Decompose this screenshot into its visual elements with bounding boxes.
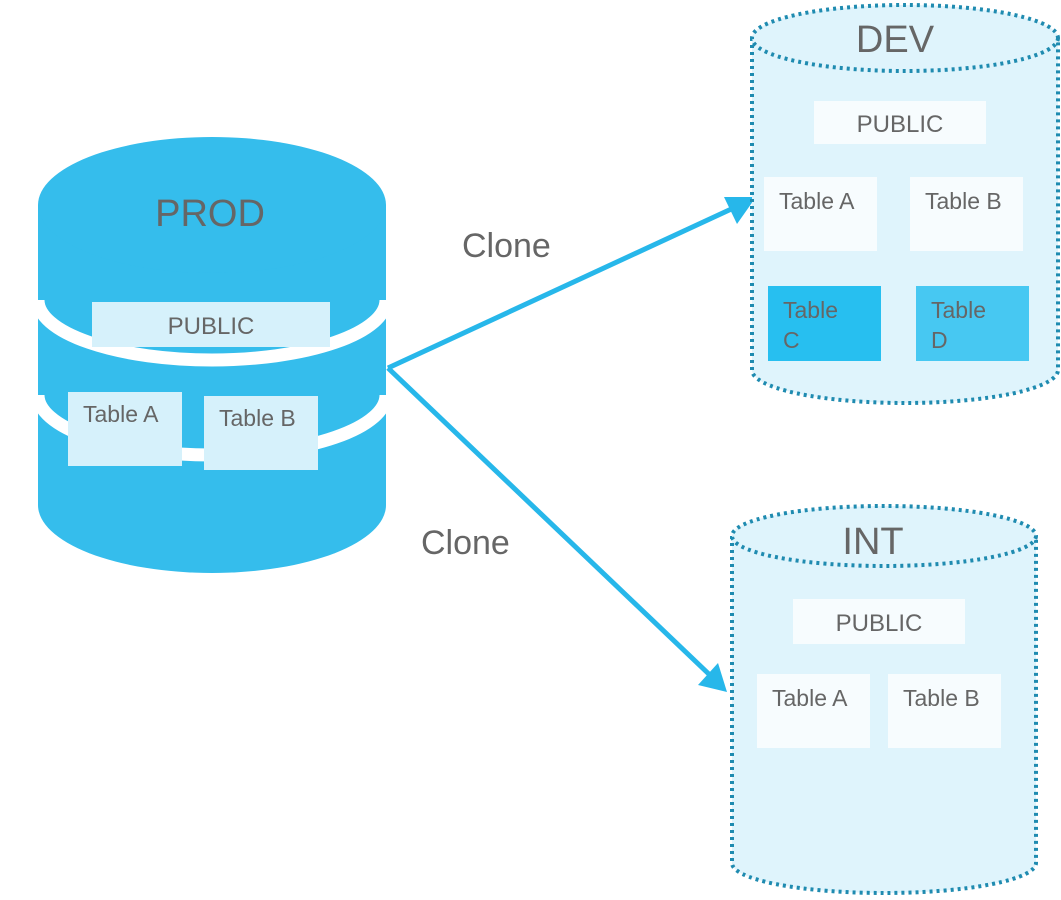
prod-table-a-box [68, 392, 182, 466]
dev-table-c-label-line2: C [783, 327, 800, 353]
dev-table-d-label-line1: Table [931, 297, 986, 323]
arrow-line-int [386, 366, 715, 680]
arrowhead-int [698, 663, 727, 692]
dev-table-b-label: Table B [925, 188, 1002, 214]
dev-table-c-box [768, 286, 881, 361]
prod-database: PROD PUBLIC Table A Table B [31, 137, 393, 573]
prod-table-b-label: Table B [219, 405, 296, 431]
dev-table-d-box [916, 286, 1029, 361]
int-table-b-box [888, 674, 1001, 748]
int-table-b-label: Table B [903, 685, 980, 711]
int-table-a-box [757, 674, 870, 748]
dev-database: DEV PUBLIC Table A Table B Table C Table… [750, 3, 1060, 405]
dev-table-c-label-line1: Table [783, 297, 838, 323]
int-title: INT [842, 521, 903, 563]
prod-schema-box [92, 302, 330, 347]
prod-table-a-label: Table A [83, 401, 159, 427]
arrowhead-dev [724, 197, 756, 224]
dev-table-a-label: Table A [779, 188, 855, 214]
prod-band-1 [31, 299, 393, 367]
int-database: INT PUBLIC Table A Table B [730, 504, 1038, 895]
arrow-line-dev [386, 202, 742, 371]
clone-label-int: Clone [421, 524, 510, 562]
prod-cylinder-body [38, 205, 386, 573]
prod-title: PROD [155, 193, 265, 235]
dev-cylinder-top [750, 3, 1060, 73]
prod-schema-label: PUBLIC [168, 313, 255, 340]
prod-table-b-box [204, 396, 318, 470]
prod-cylinder-top [38, 137, 386, 273]
int-schema-label: PUBLIC [836, 610, 923, 637]
dev-table-d-label-line2: D [931, 327, 948, 353]
clone-arrow-int: Clone [386, 366, 727, 692]
int-table-a-label: Table A [772, 685, 848, 711]
int-cylinder-top [730, 504, 1038, 568]
dev-table-a-box [764, 177, 877, 251]
dev-schema-label: PUBLIC [857, 111, 944, 138]
int-schema-box [793, 599, 965, 644]
dev-table-b-box [910, 177, 1023, 251]
clone-label-dev: Clone [462, 227, 551, 265]
dev-schema-box [814, 101, 986, 144]
dev-title: DEV [856, 19, 935, 61]
clone-arrow-dev: Clone [386, 197, 756, 371]
